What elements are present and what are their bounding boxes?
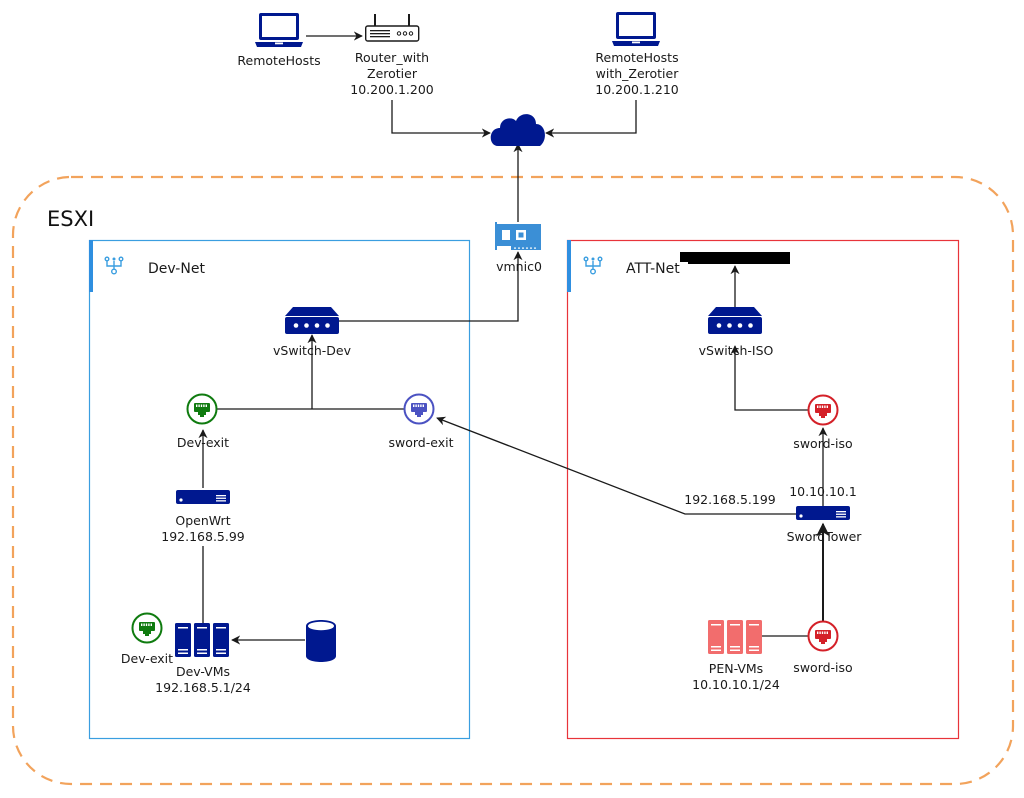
- router-icon: [364, 14, 420, 42]
- vswitch-iso-label: vSwitch-ISO: [698, 343, 774, 358]
- link-swordtower-swordexit: [436, 416, 797, 515]
- ethernet-port-icon: [807, 394, 839, 426]
- network-fork-icon: [583, 256, 603, 275]
- router-ip: 10.200.1.200: [350, 82, 434, 97]
- network-fork-icon: [104, 256, 124, 275]
- database-icon: [306, 620, 336, 662]
- swordtower-label: SwordTower: [786, 529, 862, 544]
- ethernet-port-icon: [186, 393, 218, 425]
- router-name-line1: Router_with: [354, 50, 430, 65]
- dev-exit-label: Dev-exit: [176, 435, 230, 450]
- link-vswitchdev-vmnic: [338, 251, 523, 322]
- remote-hosts-label: RemoteHosts: [237, 53, 321, 68]
- remote-hosts-zt-label: RemoteHosts with_Zerotier 10.200.1.210: [595, 50, 679, 98]
- pen-vms-label: PEN-VMs 10.10.10.1/24: [692, 661, 780, 693]
- dev-vms-label: Dev-VMs 192.168.5.1/24: [155, 664, 251, 696]
- swordtower-ip-left: 192.168.5.199: [684, 492, 776, 507]
- dev-net-accent-bar: [89, 240, 93, 292]
- openwrt-name: OpenWrt: [175, 513, 231, 528]
- att-net-group: [566, 239, 960, 740]
- redacted-bar: [680, 252, 790, 264]
- esxi-label: ESXI: [47, 207, 95, 231]
- laptop-icon: [255, 13, 303, 47]
- dev-vms-name: Dev-VMs: [175, 664, 231, 679]
- remote-hosts-zt-line2: with_Zerotier: [595, 66, 679, 81]
- link-swordiso-vswitchiso: [730, 345, 808, 411]
- openwrt-label: OpenWrt 192.168.5.99: [161, 513, 245, 545]
- openwrt-ip: 192.168.5.99: [161, 529, 245, 544]
- server-rack-icon: [175, 623, 229, 657]
- server-icon: [176, 490, 230, 504]
- pen-vms-name: PEN-VMs: [708, 661, 764, 676]
- att-net-title: ATT-Net: [626, 261, 680, 277]
- sword-iso-label: sword-iso: [793, 436, 853, 451]
- link-remotehostszt-cloud: [545, 100, 637, 138]
- nic-card-icon: [495, 222, 541, 250]
- att-net-accent-bar: [567, 240, 571, 292]
- ethernet-port-icon: [403, 393, 435, 425]
- remote-hosts-zt-line1: RemoteHosts: [595, 50, 679, 65]
- dev-exit-2-label: Dev-exit: [120, 651, 174, 666]
- pen-vms-ip: 10.10.10.1/24: [692, 677, 780, 692]
- router-name-line2: Zerotier: [367, 66, 417, 81]
- remote-hosts-zt-ip: 10.200.1.210: [595, 82, 679, 97]
- dev-vms-ip: 192.168.5.1/24: [155, 680, 251, 695]
- link-router-cloud: [391, 100, 491, 138]
- sword-exit-label: sword-exit: [388, 435, 454, 450]
- esxi-container: [11, 175, 1015, 786]
- server-icon: [796, 506, 850, 520]
- vmnic-label: vmnic0: [496, 259, 542, 274]
- ethernet-port-icon: [131, 612, 163, 644]
- router-label: Router_with Zerotier 10.200.1.200: [350, 50, 434, 98]
- dev-net-title: Dev-Net: [148, 261, 205, 277]
- connectors: [198, 31, 830, 645]
- cloud-icon: [490, 114, 545, 146]
- laptop-icon: [612, 12, 660, 46]
- switch-icon: [285, 307, 339, 334]
- swordtower-ip-upper: 10.10.10.1: [789, 484, 857, 499]
- server-rack-icon: [708, 620, 762, 654]
- switch-icon: [708, 307, 762, 334]
- dev-net-group: [88, 239, 471, 740]
- sword-iso-2-label: sword-iso: [793, 660, 853, 675]
- vswitch-dev-label: vSwitch-Dev: [273, 343, 351, 358]
- ethernet-port-icon: [807, 620, 839, 652]
